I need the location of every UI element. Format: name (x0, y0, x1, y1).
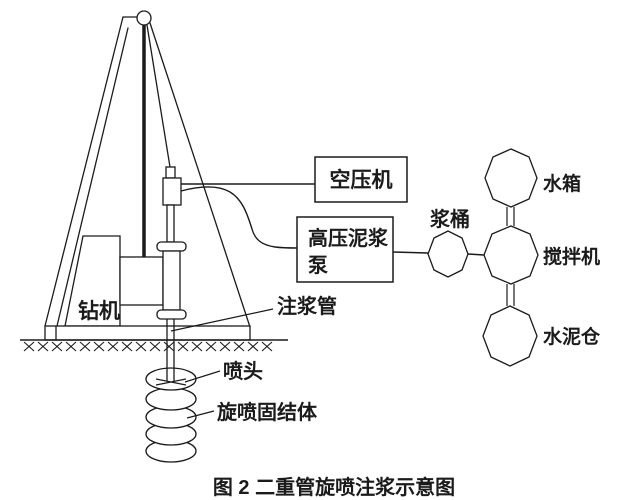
jet-column-disc (145, 387, 197, 411)
derrick-right-leg (149, 22, 251, 328)
grout-pipe-label: 注浆管 (277, 294, 337, 318)
derrick-left-leg-inner (56, 27, 129, 327)
mixer-shape (483, 225, 539, 285)
ground-hatching (23, 341, 273, 352)
jet-column-leader (186, 410, 215, 419)
water-tank-label: 水箱 (543, 172, 581, 195)
water-tank-shape (484, 148, 538, 208)
pump-to-bucket-line (392, 251, 429, 254)
pipe-body (162, 250, 181, 311)
slurry-bucket-label: 浆桶 (429, 207, 470, 231)
figure-caption: 图 2 二重管旋喷注浆示意图 (213, 475, 455, 499)
slurry-bucket-shape (427, 230, 469, 278)
hoist-cable (146, 24, 171, 168)
mud-pump-box (296, 216, 394, 283)
mud-pump-label-line2: 泵 (308, 254, 328, 277)
nozzle-mark (155, 378, 187, 386)
cable-stub (165, 166, 176, 179)
drill-rig-deck (119, 256, 164, 306)
crown-pulley (136, 10, 152, 26)
high-pressure-hose (180, 186, 298, 249)
drill-rig-label: 钻机 (78, 299, 120, 323)
upper-pipe (166, 204, 175, 243)
rig-base-skid (44, 325, 251, 341)
mixer-label: 搅拌机 (543, 245, 600, 268)
pipe-coupling-top (156, 241, 187, 252)
mud-pump-label-line1: 高压泥浆 (308, 226, 389, 250)
grout-pipe-leader (170, 308, 274, 332)
derrick-left-leg-outer (44, 16, 124, 327)
swivel-head (162, 177, 182, 206)
nozzle-label: 喷头 (223, 360, 263, 383)
jet-column-label: 旋喷固结体 (216, 400, 318, 424)
jet-column-disc (145, 367, 197, 391)
air-compressor-label: 空压机 (330, 168, 393, 192)
air-compressor-box (314, 156, 408, 203)
pipe-coupling-bottom (156, 309, 187, 320)
cement-silo-shape (482, 305, 538, 367)
cement-silo-label: 水泥仓 (543, 325, 601, 348)
nozzle-leader (184, 370, 221, 383)
bucket-to-mixer-line (467, 253, 485, 256)
